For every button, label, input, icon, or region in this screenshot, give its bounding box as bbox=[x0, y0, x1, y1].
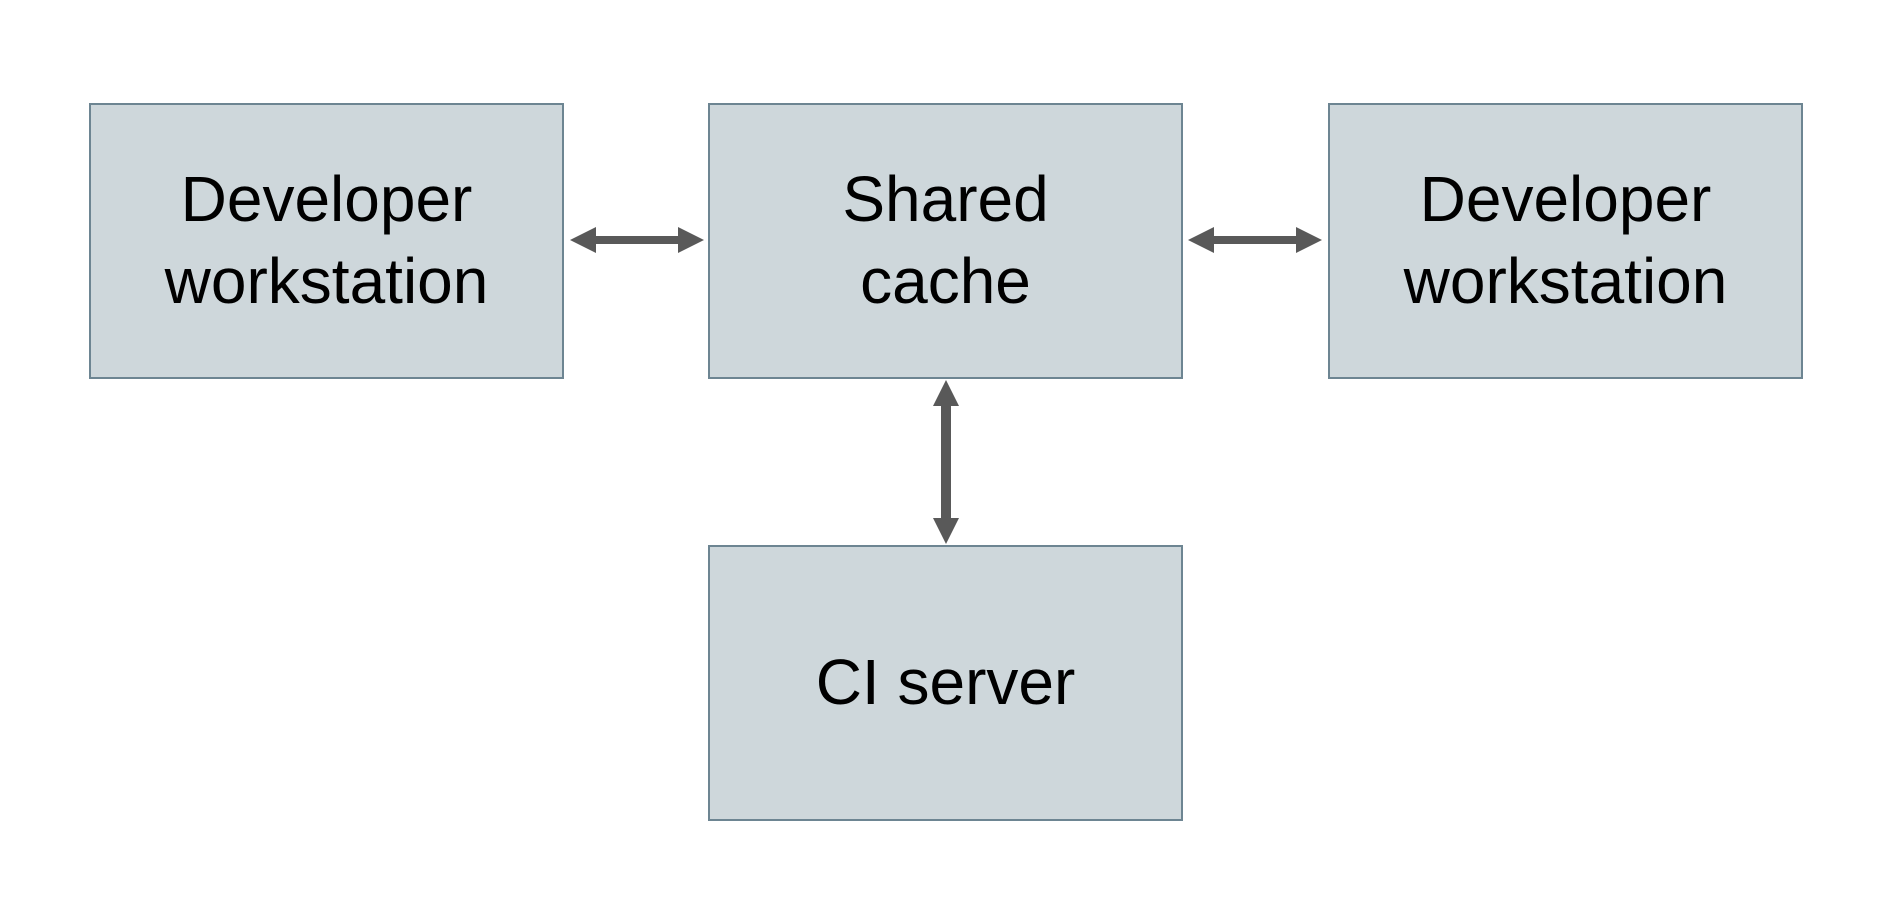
node-label: Developer workstation bbox=[164, 163, 489, 317]
connector-developer-left-to-shared-cache bbox=[570, 227, 704, 253]
double-headed-arrow-icon bbox=[1188, 227, 1322, 253]
connector-shared-cache-to-ci-server bbox=[933, 380, 959, 544]
node-developer-workstation-right[interactable]: Developer workstation bbox=[1328, 103, 1803, 379]
node-developer-workstation-left[interactable]: Developer workstation bbox=[89, 103, 564, 379]
node-shared-cache[interactable]: Shared cache bbox=[708, 103, 1183, 379]
connector-shared-cache-to-developer-right bbox=[1188, 227, 1322, 253]
node-ci-server[interactable]: CI server bbox=[708, 545, 1183, 821]
node-label: CI server bbox=[815, 646, 1076, 719]
node-label: Shared cache bbox=[842, 163, 1049, 317]
node-label: Developer workstation bbox=[1403, 163, 1728, 317]
double-headed-arrow-icon bbox=[933, 380, 959, 544]
double-headed-arrow-icon bbox=[570, 227, 704, 253]
